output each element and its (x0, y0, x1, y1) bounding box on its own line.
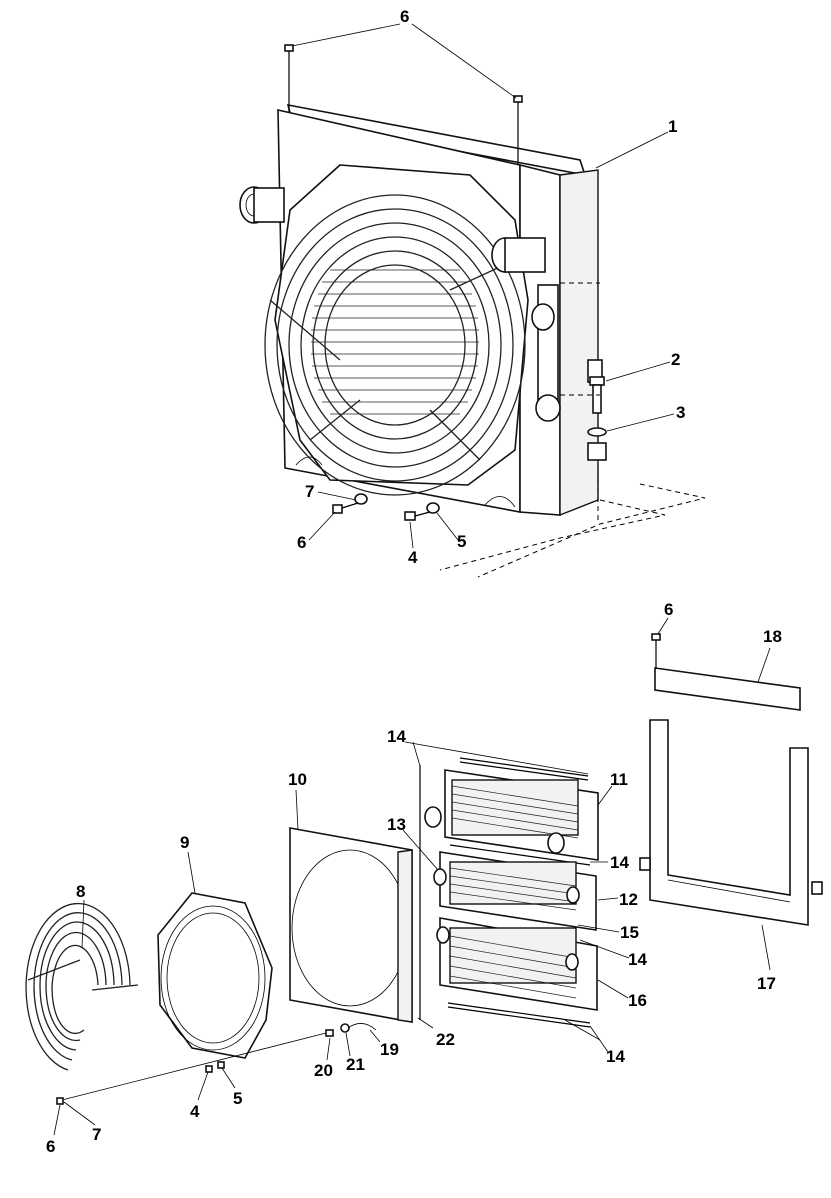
callout-12: 12 (619, 890, 638, 909)
exploded-components (25, 633, 823, 1105)
callout-13: 13 (387, 815, 406, 834)
callout-6-left: 6 (297, 533, 306, 552)
callout-15: 15 (620, 923, 639, 942)
callout-5-top: 5 (457, 532, 466, 551)
cooler-assembly (239, 44, 706, 578)
callout-22: 22 (436, 1030, 455, 1049)
callout-14-low: 14 (628, 950, 647, 969)
callout-9: 9 (180, 833, 189, 852)
callout-14-top: 14 (387, 727, 406, 746)
callout-17: 17 (757, 974, 776, 993)
callout-6-bottom: 6 (46, 1137, 55, 1156)
callout-7-bottom: 7 (92, 1125, 101, 1144)
callout-6-top: 6 (400, 7, 409, 26)
fan-guard (25, 902, 139, 1071)
callout-4-top: 4 (408, 548, 418, 567)
callout-4-bottom: 4 (190, 1102, 200, 1121)
callout-20: 20 (314, 1061, 333, 1080)
callout-labels: 6 1 2 3 7 6 5 4 6 18 14 11 10 13 9 14 8 … (46, 7, 782, 1156)
callout-21: 21 (346, 1055, 365, 1074)
callout-10: 10 (288, 770, 307, 789)
callout-14-bottom: 14 (606, 1047, 625, 1066)
callout-5-bottom: 5 (233, 1089, 242, 1108)
callout-19: 19 (380, 1040, 399, 1059)
leader-lines-top (291, 23, 675, 549)
leader-lines-bottom (53, 617, 771, 1136)
callout-14-mid: 14 (610, 853, 629, 872)
callout-8: 8 (76, 882, 85, 901)
callout-3: 3 (676, 403, 685, 422)
callout-7-top: 7 (305, 482, 314, 501)
callout-11: 11 (610, 770, 628, 789)
callout-2: 2 (671, 350, 680, 369)
callout-6-right: 6 (664, 600, 673, 619)
callout-18: 18 (763, 627, 782, 646)
callout-1: 1 (668, 117, 677, 136)
callout-16: 16 (628, 991, 647, 1010)
